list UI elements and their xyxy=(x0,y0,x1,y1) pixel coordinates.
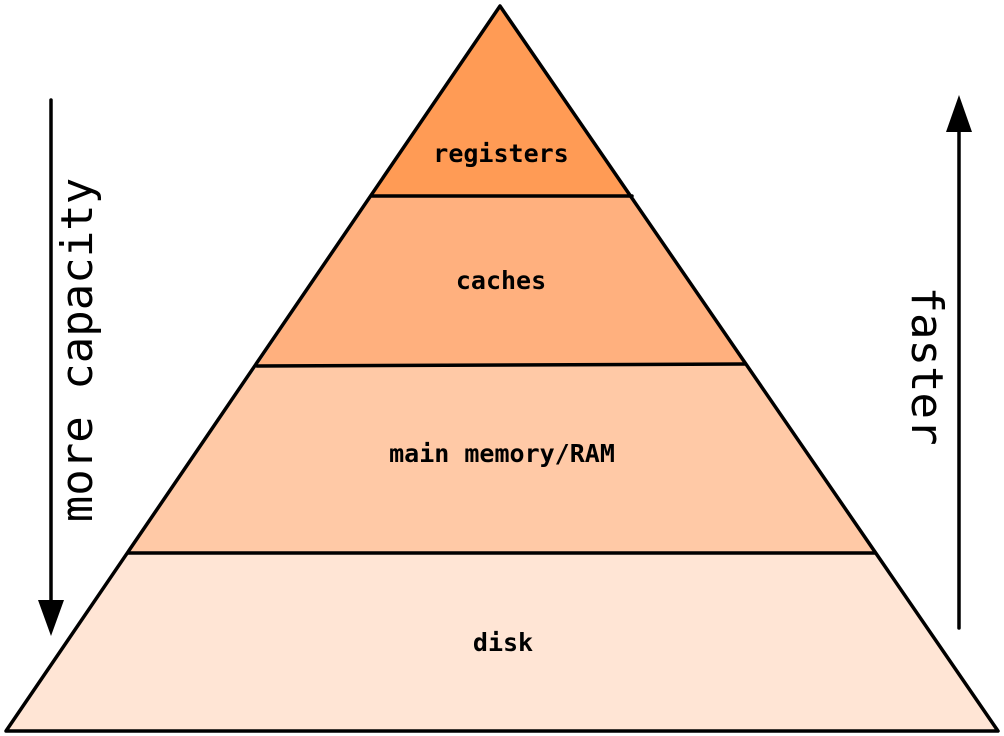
divider-caches-memory xyxy=(255,362,747,368)
tier-main-memory xyxy=(128,364,875,553)
tier-label-main-memory: main memory/RAM xyxy=(389,439,615,468)
tier-registers xyxy=(372,6,632,196)
speed-label: faster xyxy=(901,287,952,446)
tier-label-caches: caches xyxy=(456,266,546,295)
tier-caches xyxy=(257,196,745,366)
speed-arrow-head xyxy=(946,95,972,132)
tier-label-disk: disk xyxy=(473,628,533,657)
tier-disk xyxy=(6,553,998,731)
tier-label-registers: registers xyxy=(433,139,568,168)
capacity-arrow-head xyxy=(38,600,64,636)
capacity-label: more capacity xyxy=(52,178,103,522)
pyramid-outline xyxy=(4,4,1000,733)
